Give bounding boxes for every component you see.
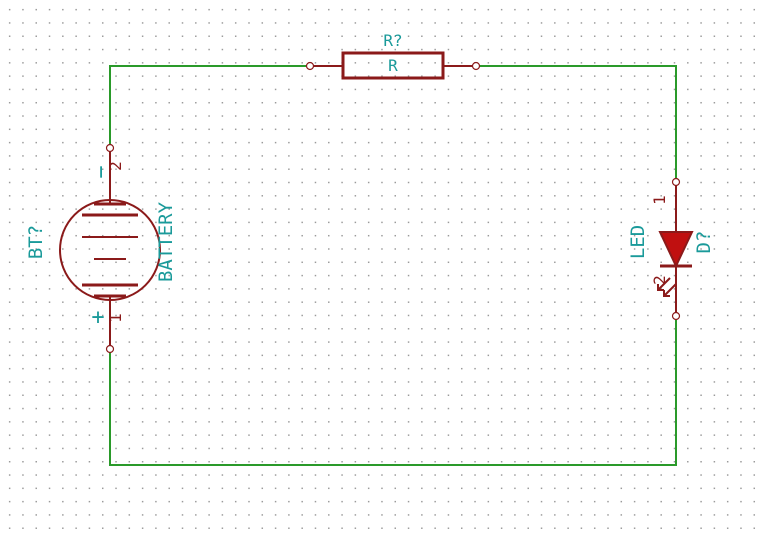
resistor-body [341, 51, 445, 80]
wire-top-left[interactable] [109, 65, 310, 148]
led-triangle [658, 231, 694, 269]
led-pin-end-2[interactable] [671, 311, 681, 321]
resistor-reference[interactable]: R? [383, 31, 402, 50]
led-value[interactable]: LED [627, 225, 649, 259]
resistor-value[interactable]: R [388, 56, 398, 75]
led-reference[interactable]: D? [693, 231, 715, 254]
battery[interactable]: − 2 + 1 BT? BATTERY [25, 143, 177, 354]
led-pin-number-2: 2 [650, 275, 669, 285]
battery-body [59, 199, 161, 301]
battery-pin-end-minus[interactable] [105, 143, 115, 153]
battery-reference[interactable]: BT? [25, 225, 47, 259]
battery-pin-number-plus: 1 [106, 313, 125, 323]
resistor[interactable]: R? R [305, 31, 481, 80]
battery-pin-number-minus: 2 [106, 161, 125, 171]
resistor-pin-end-right[interactable] [471, 61, 481, 71]
wire-bottom[interactable] [109, 316, 677, 466]
resistor-pin-end-left[interactable] [305, 61, 315, 71]
battery-value[interactable]: BATTERY [155, 201, 177, 282]
led-pin-end-1[interactable] [671, 177, 681, 187]
led[interactable]: 1 2 LED D? [627, 177, 715, 321]
wire-top-right[interactable] [476, 65, 677, 182]
wires [109, 65, 677, 466]
battery-pin-end-plus[interactable] [105, 344, 115, 354]
led-emission-arrows-icon [657, 277, 677, 297]
battery-minus-symbol: − [89, 165, 114, 178]
battery-plus-symbol: + [91, 305, 104, 330]
led-pin-number-1: 1 [650, 195, 669, 205]
